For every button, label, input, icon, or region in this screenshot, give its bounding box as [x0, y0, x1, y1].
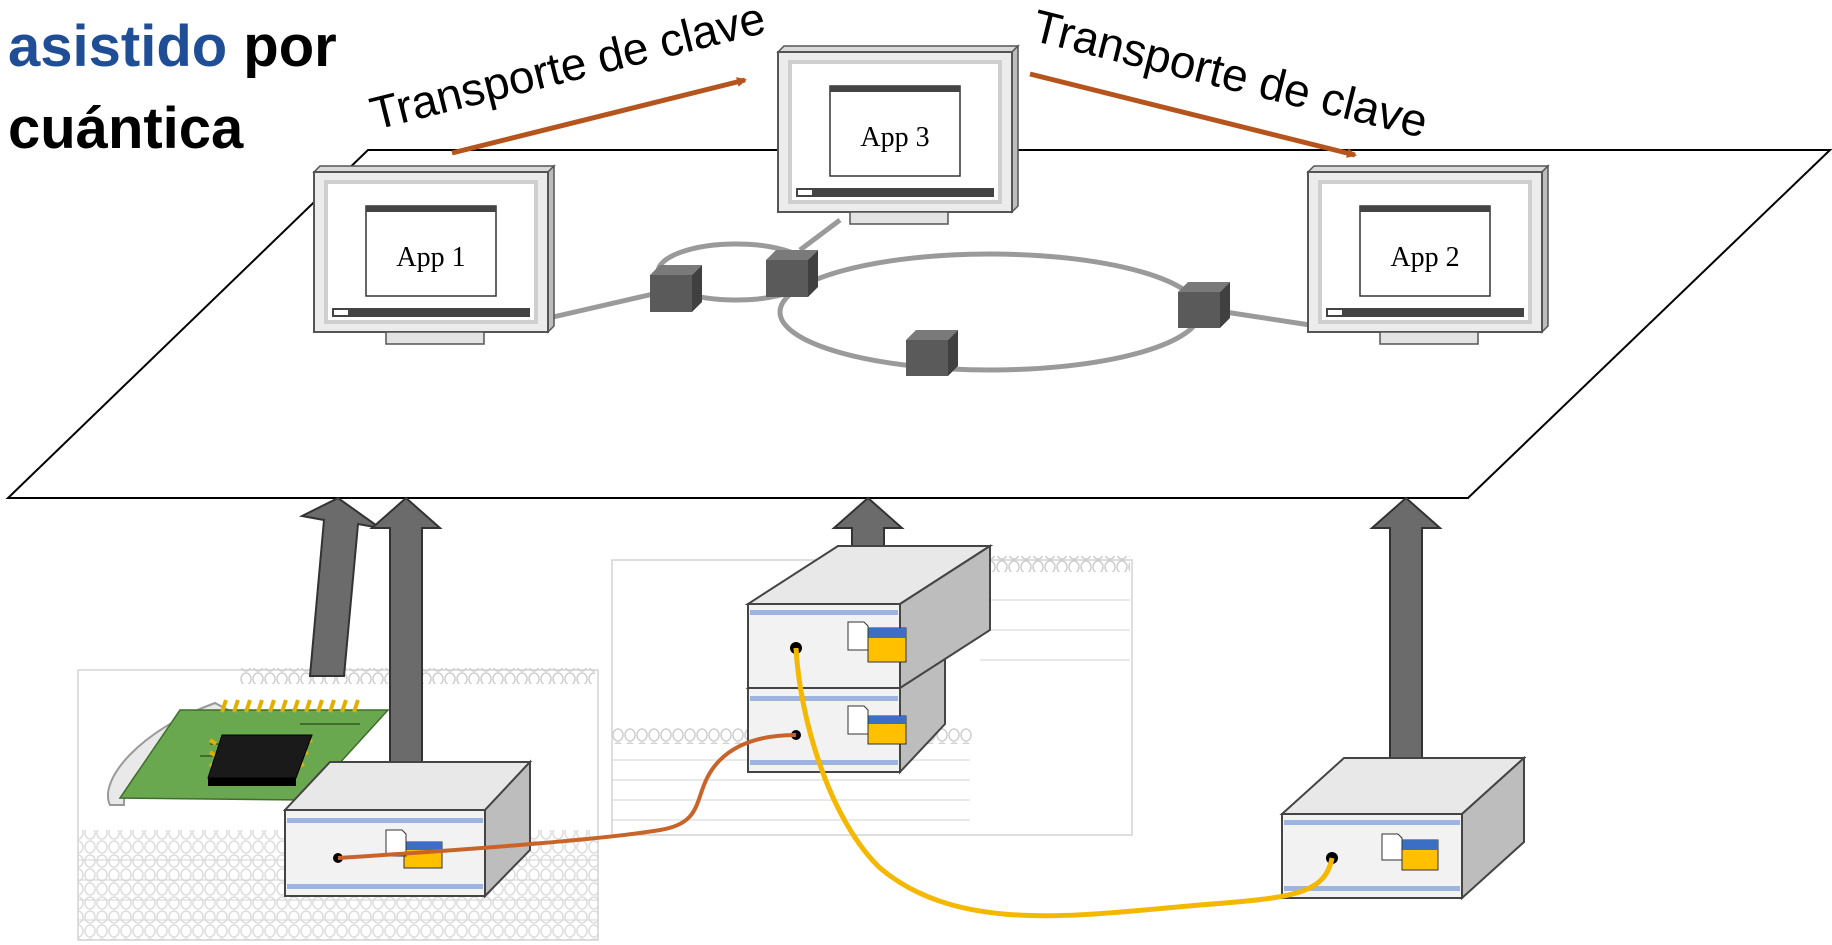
- title-highlight: asistido: [8, 14, 228, 79]
- up-arrow-right-device: [1369, 496, 1443, 779]
- up-arrow-left-device: [369, 496, 443, 791]
- monitor-app2: App 2: [1306, 164, 1550, 345]
- title-line-2: cuántica: [8, 96, 244, 161]
- network-node-2: [766, 250, 818, 297]
- title-rest: por: [227, 14, 337, 79]
- chip-board: [107, 699, 390, 806]
- qkd-device-middle-top: [744, 544, 994, 690]
- up-arrow-chip: [298, 496, 381, 677]
- key-transport-arrow-left: [451, 77, 747, 156]
- qkd-device-right: [1279, 755, 1527, 901]
- monitor-app3: App 3: [776, 44, 1020, 225]
- network-node-3: [1178, 282, 1230, 328]
- title-line-1: asistido por: [8, 18, 337, 76]
- fiber-yellow: [793, 647, 1335, 919]
- app1-label: App 1: [396, 242, 465, 273]
- fiber-orange: [337, 733, 797, 860]
- app3-label: App 3: [860, 122, 929, 153]
- network-node-4: [906, 330, 958, 376]
- key-transport-arrow-right: [1029, 71, 1357, 158]
- key-transport-label-left: Transporte de clave: [365, 0, 770, 140]
- monitor-app1: App 1: [312, 164, 556, 345]
- app2-label: App 2: [1390, 242, 1459, 273]
- qkd-device-left: [282, 759, 533, 899]
- network-node-1: [650, 265, 702, 312]
